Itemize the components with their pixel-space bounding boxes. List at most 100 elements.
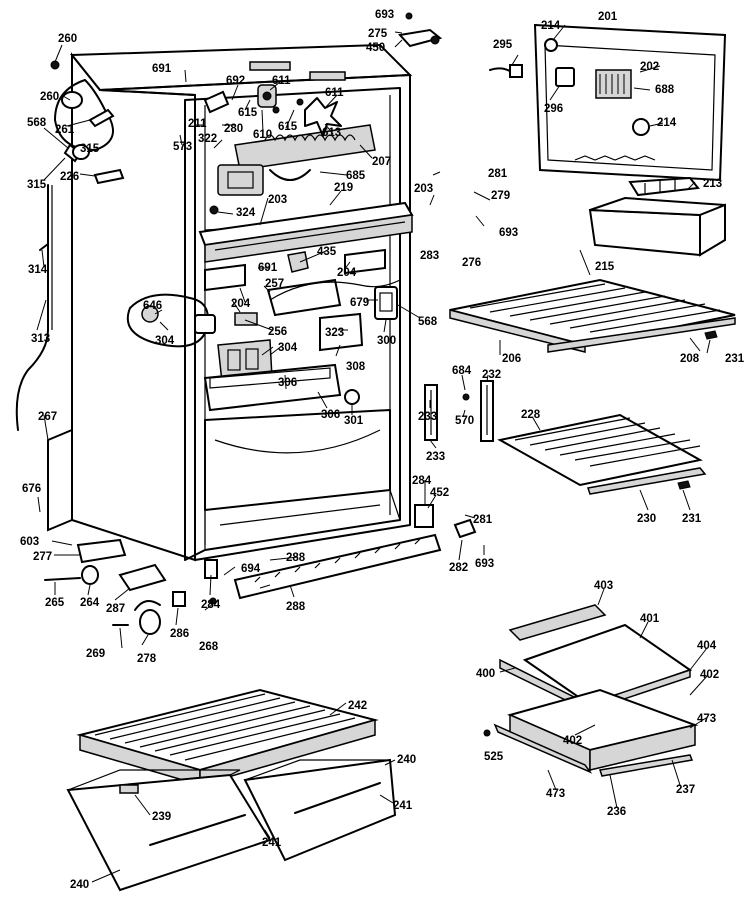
label-203: 203 — [268, 194, 287, 206]
label-207: 207 — [372, 156, 391, 168]
label-233: 233 — [418, 411, 437, 423]
freezer-wire-shelf — [449, 278, 736, 353]
label-203: 203 — [414, 183, 433, 195]
label-568: 568 — [27, 117, 47, 129]
label-313: 313 — [31, 333, 50, 345]
label-277: 277 — [33, 551, 52, 563]
label-204: 204 — [337, 267, 357, 279]
label-301: 301 — [344, 415, 364, 427]
label-230: 230 — [637, 513, 656, 525]
freezer-rear-panel — [489, 23, 727, 182]
label-232: 232 — [482, 369, 501, 381]
label-214: 214 — [657, 117, 677, 129]
label-676: 676 — [22, 483, 41, 495]
label-202: 202 — [640, 61, 659, 73]
label-231: 231 — [725, 353, 745, 365]
label-322: 322 — [198, 133, 217, 145]
label-282: 282 — [449, 562, 468, 574]
label-267: 267 — [38, 411, 57, 423]
label-241: 241 — [393, 800, 413, 812]
label-208: 208 — [680, 353, 700, 365]
label-284: 284 — [412, 475, 432, 487]
label-295: 295 — [493, 39, 513, 51]
label-201: 201 — [598, 11, 618, 23]
label-694: 694 — [241, 563, 261, 575]
crisper-drawers — [66, 758, 397, 892]
label-315: 315 — [27, 179, 47, 191]
label-610: 610 — [253, 129, 272, 141]
label-450: 450 — [366, 42, 385, 54]
label-219: 219 — [334, 182, 353, 194]
label-304: 304 — [278, 342, 298, 354]
label-401: 401 — [640, 613, 660, 625]
label-692: 692 — [226, 75, 245, 87]
label-241: 241 — [262, 837, 282, 849]
label-231: 231 — [682, 513, 702, 525]
label-213: 213 — [703, 178, 722, 190]
label-684: 684 — [452, 365, 472, 377]
label-276: 276 — [462, 257, 481, 269]
label-691: 691 — [152, 63, 172, 75]
ice-bin — [588, 196, 726, 257]
label-400: 400 — [476, 668, 495, 680]
label-323: 323 — [325, 327, 344, 339]
label-281: 281 — [473, 514, 493, 526]
toe-grille — [233, 533, 442, 600]
label-452: 452 — [430, 487, 449, 499]
label-615: 615 — [278, 121, 298, 133]
label-260: 260 — [40, 91, 59, 103]
label-240: 240 — [70, 879, 89, 891]
label-280: 280 — [224, 123, 243, 135]
label-237: 237 — [676, 784, 695, 796]
label-314: 314 — [28, 264, 48, 276]
label-226: 226 — [60, 171, 79, 183]
label-284: 284 — [201, 599, 221, 611]
label-570: 570 — [455, 415, 474, 427]
label-646: 646 — [143, 300, 162, 312]
label-296: 296 — [544, 103, 563, 115]
label-264: 264 — [80, 597, 100, 609]
label-324: 324 — [236, 207, 256, 219]
label-613: 613 — [322, 127, 341, 139]
label-257: 257 — [265, 278, 284, 290]
label-404: 404 — [697, 640, 717, 652]
freezer-shelf-rail — [198, 201, 414, 263]
label-693: 693 — [475, 558, 494, 570]
label-304: 304 — [155, 335, 175, 347]
label-233: 233 — [426, 451, 445, 463]
label-211: 211 — [188, 118, 207, 130]
label-256: 256 — [268, 326, 287, 338]
label-242: 242 — [348, 700, 367, 712]
label-306: 306 — [321, 409, 340, 421]
label-435: 435 — [317, 246, 337, 258]
label-308: 308 — [346, 361, 366, 373]
label-691: 691 — [258, 262, 278, 274]
label-300: 300 — [377, 335, 396, 347]
label-204: 204 — [231, 298, 251, 310]
label-688: 688 — [655, 84, 675, 96]
label-473: 473 — [546, 788, 565, 800]
label-268: 268 — [199, 641, 219, 653]
label-306: 306 — [278, 377, 297, 389]
label-287: 287 — [106, 603, 125, 615]
label-269: 269 — [86, 648, 105, 660]
label-278: 278 — [137, 653, 157, 665]
label-611: 611 — [272, 75, 291, 87]
meat-keeper-assembly — [483, 604, 699, 777]
fresh-food-wire-shelf — [497, 413, 707, 495]
label-615: 615 — [238, 107, 258, 119]
crisper-cover — [76, 688, 379, 786]
label-261: 261 — [55, 124, 75, 136]
label-239: 239 — [152, 811, 171, 823]
label-403: 403 — [594, 580, 613, 592]
label-315: 315 — [80, 143, 100, 155]
label-240: 240 — [397, 754, 416, 766]
label-281: 281 — [488, 168, 508, 180]
label-283: 283 — [420, 250, 439, 262]
evaporator-assembly — [203, 61, 376, 215]
left-side-parts — [15, 60, 125, 532]
label-611: 611 — [325, 87, 344, 99]
label-568: 568 — [418, 316, 438, 328]
label-288: 288 — [286, 601, 306, 613]
